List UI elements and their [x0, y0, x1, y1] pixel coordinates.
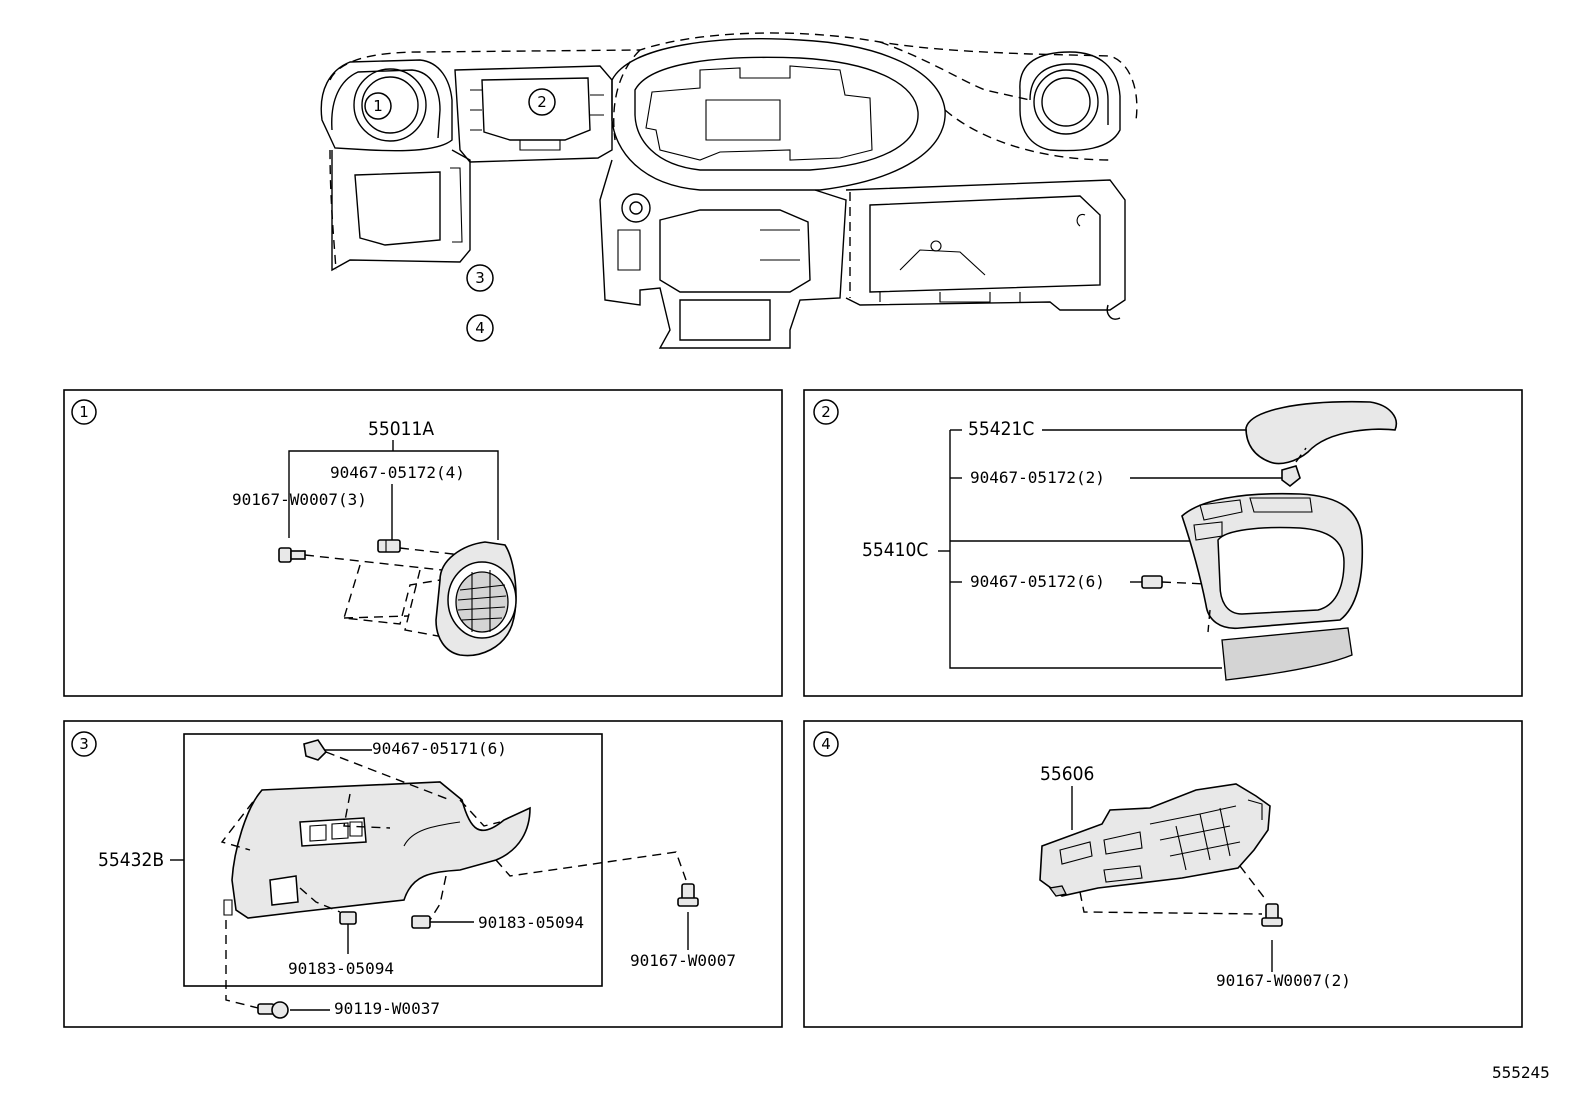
- part-label-90467-05172-2[interactable]: 90467-05172(2): [970, 468, 1105, 487]
- panel-4-number: 4: [813, 731, 839, 757]
- panel-1: 1 55011A 90467-05172(4) 90167-W0007(3): [63, 389, 783, 697]
- part-label-90467-05171-6[interactable]: 90467-05171(6): [372, 739, 507, 758]
- register-vent-55011A-icon: [435, 541, 517, 657]
- overview-callout-2[interactable]: 2: [528, 88, 556, 116]
- part-label-55606[interactable]: 55606: [1040, 763, 1094, 785]
- part-label-90167-W0007[interactable]: 90167-W0007: [630, 951, 736, 970]
- bolt-90167-W0007-icon: [677, 883, 699, 907]
- part-label-55421C[interactable]: 55421C: [968, 418, 1034, 440]
- clip-90183-left-icon: [339, 911, 357, 925]
- panel-3: 3 90467-05171(6) 55432B 90183-05094 9018…: [63, 720, 783, 1028]
- svg-text:4: 4: [475, 319, 485, 337]
- part-label-90183-05094-right[interactable]: 90183-05094: [478, 913, 584, 932]
- diagram-id: 555245: [1492, 1063, 1550, 1082]
- svg-text:4: 4: [821, 735, 831, 753]
- part-label-90183-05094-left[interactable]: 90183-05094: [288, 959, 394, 978]
- cluster-housing-55410C-icon: [1181, 492, 1364, 681]
- dashboard-overview: 1 2 3 4: [320, 32, 1138, 349]
- bolt-90167-W0007-2-icon: [1261, 903, 1283, 927]
- part-label-90467-05172-4[interactable]: 90467-05172(4): [330, 463, 465, 482]
- part-label-90167-W0007-2[interactable]: 90167-W0007(2): [1216, 971, 1351, 990]
- svg-text:3: 3: [475, 269, 485, 287]
- part-label-90119-W0037[interactable]: 90119-W0037: [334, 999, 440, 1018]
- svg-text:1: 1: [79, 403, 89, 421]
- panel-3-number: 3: [71, 731, 97, 757]
- clip-90467-top-icon: [1281, 465, 1301, 488]
- part-label-90467-05172-6[interactable]: 90467-05172(6): [970, 572, 1105, 591]
- bracket-55606-icon: [1039, 783, 1271, 897]
- bolt-90167-icon: [278, 547, 306, 563]
- bolt-90119-W0037-icon: [257, 1001, 289, 1019]
- svg-text:2: 2: [821, 403, 831, 421]
- overview-callout-3[interactable]: 3: [466, 264, 494, 292]
- svg-text:3: 3: [79, 735, 89, 753]
- top-panel-55421C-icon: [1245, 400, 1397, 465]
- panel-2-number: 2: [813, 399, 839, 425]
- svg-text:2: 2: [537, 93, 547, 111]
- panel-1-number: 1: [71, 399, 97, 425]
- part-label-55432B[interactable]: 55432B: [98, 849, 164, 871]
- clip-90183-right-icon: [411, 915, 431, 929]
- clip-90467-icon: [377, 539, 401, 553]
- overview-callout-1[interactable]: 1: [364, 92, 392, 120]
- part-label-55011A[interactable]: 55011A: [368, 418, 434, 440]
- part-label-55410C[interactable]: 55410C: [862, 539, 928, 561]
- svg-text:1: 1: [373, 97, 383, 115]
- overview-callout-4[interactable]: 4: [466, 314, 494, 342]
- lower-panel-55432B-icon: [223, 781, 531, 919]
- panel-2: 2 55421C 90467-05172(2) 55410C 90467-051…: [803, 389, 1523, 697]
- panel-4: 4 55606 90167-W0007(2): [803, 720, 1523, 1028]
- part-label-90167-W0007-3[interactable]: 90167-W0007(3): [232, 490, 367, 509]
- clip-90467-side-icon: [1141, 575, 1163, 589]
- clip-90467-05171-icon: [303, 739, 328, 761]
